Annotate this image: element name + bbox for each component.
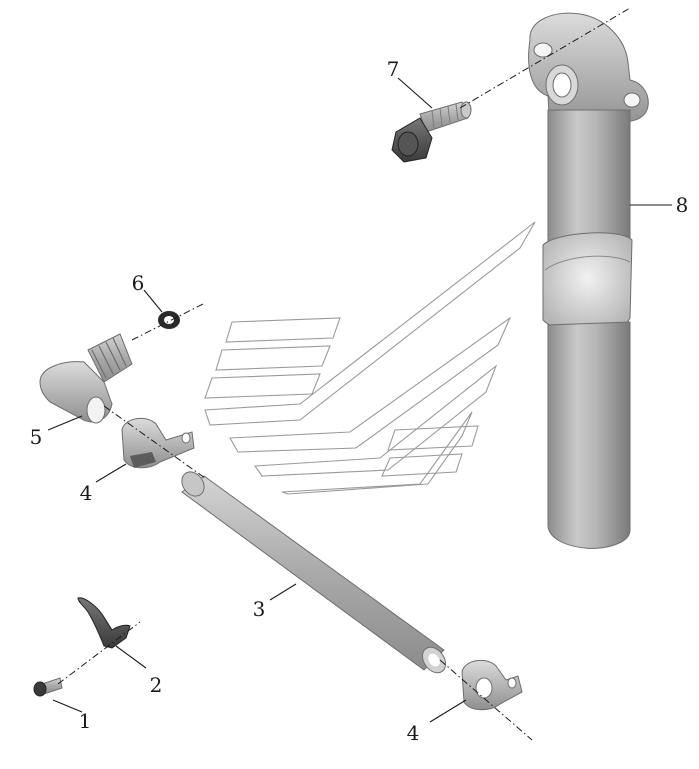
part-5-elbow-fitting: [39, 333, 133, 424]
callout-6: 6: [132, 271, 145, 295]
part-4-pipe-clamp-upper: [121, 417, 195, 469]
callout-3: 3: [253, 597, 266, 621]
part-4-pipe-clamp-lower: [461, 659, 523, 711]
leader-lines: [47, 77, 672, 723]
part-7-flange-bolt: [391, 101, 472, 163]
callout-4-upper: 4: [80, 481, 93, 505]
callout-8: 8: [676, 193, 689, 217]
part-6-washer: [158, 311, 180, 329]
callout-labels: 1 2 3 4 4 5 6 7 8: [30, 57, 689, 745]
callout-5: 5: [30, 425, 43, 449]
callout-4-lower: 4: [407, 721, 420, 745]
callout-2: 2: [150, 673, 163, 697]
part-1-screw: [33, 677, 63, 697]
callout-7: 7: [387, 57, 400, 81]
watermark-logo: [204, 221, 536, 495]
assembly-center-lines: [57, 7, 631, 741]
part-2-bracket-plate: [77, 597, 131, 649]
part-3-rod: [181, 471, 447, 674]
callout-1: 1: [79, 709, 92, 733]
part-8-tube-bracket: [528, 12, 649, 549]
